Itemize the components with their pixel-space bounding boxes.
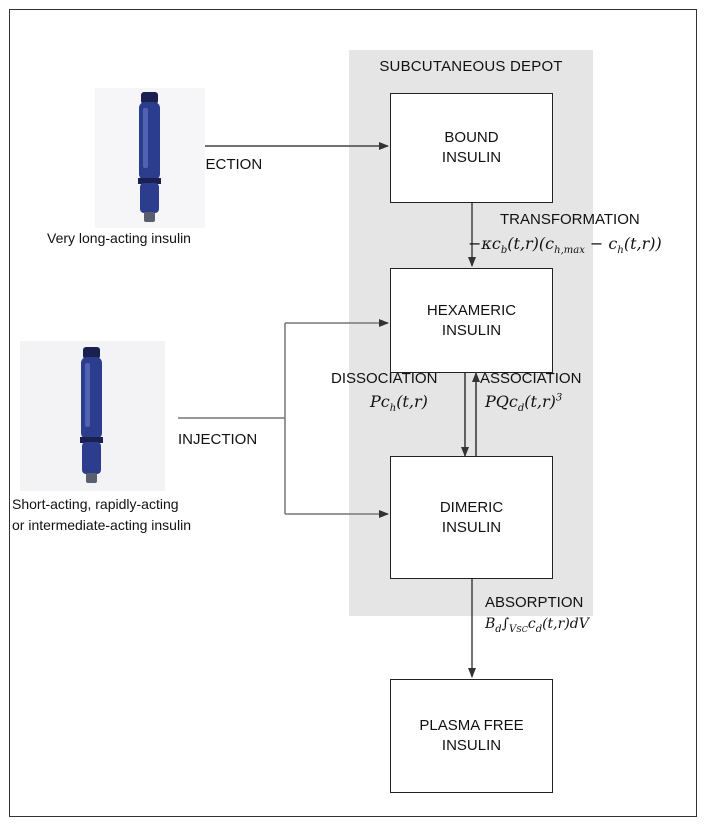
caption-very-long-acting: Very long-acting insulin (47, 230, 191, 246)
association-equation: PQcd(t,r)3 (485, 392, 563, 415)
transformation-label: TRANSFORMATION (500, 211, 640, 228)
association-label: ASSOCIATION (480, 370, 582, 387)
transformation-equation: −κcb(t,r)(ch,max − ch(t,r)) (468, 234, 662, 257)
absorption-equation: Bd∫VSCcd(t,r)dV (485, 616, 589, 635)
bound-insulin-box: BOUND INSULIN (390, 93, 553, 203)
dissociation-label: DISSOCIATION (331, 370, 438, 387)
depot-title: SUBCUTANEOUS DEPOT (379, 58, 563, 75)
hexameric-insulin-line1: HEXAMERIC (426, 301, 517, 319)
hexameric-insulin-box: HEXAMERIC INSULIN (390, 268, 553, 373)
plasma-free-insulin-box: PLASMA FREE INSULIN (390, 679, 553, 793)
hexameric-insulin-line2: INSULIN (441, 321, 502, 339)
caption-short-acting-line2: or intermediate-acting insulin (12, 517, 191, 533)
caption-short-acting-line1: Short-acting, rapidly-acting (12, 496, 179, 512)
bound-insulin-line1: BOUND (444, 129, 499, 146)
insulin-pen-bottom-image (20, 341, 165, 491)
dissociation-equation: Pch(t,r) (370, 392, 428, 415)
dimeric-insulin-line2: INSULIN (441, 518, 502, 536)
plasma-insulin-line1: PLASMA FREE (419, 717, 524, 734)
bound-insulin-line2: INSULIN (441, 149, 502, 166)
figure-frame (9, 9, 697, 817)
dimeric-insulin-box: DIMERIC INSULIN (390, 456, 553, 579)
plasma-insulin-line2: INSULIN (441, 737, 502, 754)
insulin-pen-top-image (95, 88, 205, 228)
dimeric-insulin-line1: DIMERIC (439, 498, 504, 516)
absorption-label: ABSORPTION (485, 594, 584, 611)
injection-label-bottom: INJECTION (178, 431, 258, 448)
